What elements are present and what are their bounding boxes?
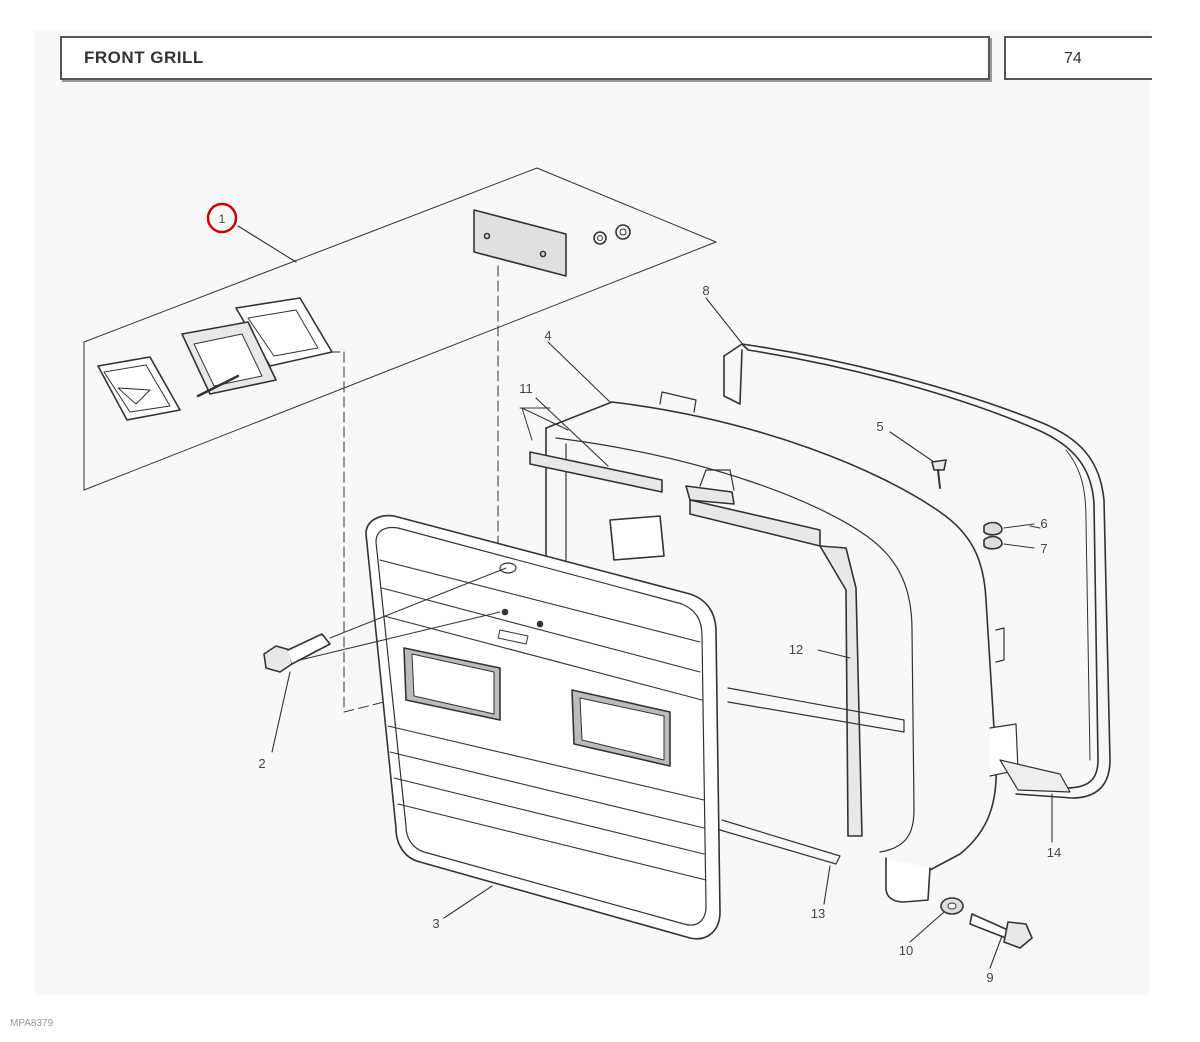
callout-4: 4	[544, 328, 551, 343]
callout-14: 14	[1047, 845, 1061, 860]
callout-5: 5	[876, 419, 883, 434]
callout-12: 12	[789, 642, 803, 657]
title-box: FRONT GRILL	[60, 36, 990, 80]
callout-1-highlight	[206, 202, 238, 234]
callout-9: 9	[986, 970, 993, 985]
callout-6: 6	[1040, 516, 1047, 531]
parts-5-6-7-fasteners	[931, 459, 1035, 550]
page-number: 74	[1064, 50, 1082, 67]
callout-13: 13	[811, 906, 825, 921]
assembly-guide-lines	[329, 265, 499, 713]
callout-3: 3	[432, 916, 439, 931]
callout-7: 7	[1040, 541, 1047, 556]
part-8-rear-panel	[723, 343, 1111, 799]
callout-numbers: 1 2 3 4 5 6 7 8 9 10 11 12 13 14	[219, 212, 1062, 985]
callout-8: 8	[702, 283, 709, 298]
parts-9-10-fasteners	[940, 897, 1033, 949]
callout-1: 1	[219, 212, 226, 226]
kit-1-parts	[97, 209, 631, 421]
drawing-code: MPA8379	[10, 1018, 54, 1029]
callout-10: 10	[899, 943, 913, 958]
part-12-13-strips	[719, 819, 841, 865]
leader-lines	[237, 225, 1053, 969]
part-4-housing	[519, 391, 1071, 903]
part-3-front-grill	[365, 514, 721, 940]
callout-2: 2	[258, 756, 265, 771]
callout-11: 11	[519, 381, 533, 396]
kit-1-box	[83, 167, 717, 491]
page-title: FRONT GRILL	[84, 48, 204, 67]
page-number-box: 74	[1004, 36, 1152, 80]
part-2-bolt	[263, 567, 507, 673]
